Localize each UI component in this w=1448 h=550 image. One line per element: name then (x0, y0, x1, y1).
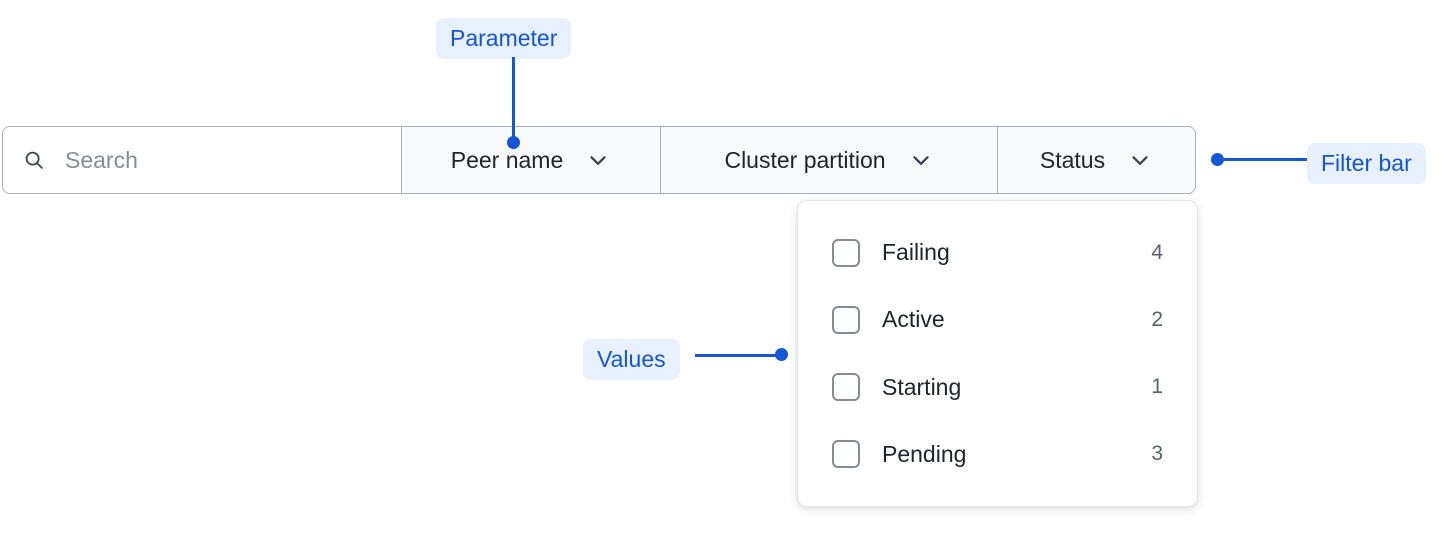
annotation-label-filter-bar: Filter bar (1307, 143, 1426, 184)
filter-dropdown-cluster-partition[interactable]: Cluster partition (661, 127, 998, 193)
filter-dropdown-peer-name-label: Peer name (450, 146, 564, 173)
list-item[interactable]: Pending 3 (832, 428, 1163, 480)
checkbox-pending[interactable] (832, 440, 860, 469)
list-item-label: Active (882, 306, 945, 333)
status-filter-dropdown-panel: Failing 4 Active 2 Starting 1 Pending 3 (797, 200, 1198, 507)
checkbox-failing[interactable] (832, 238, 860, 267)
annotation-leader-values (695, 354, 781, 357)
filter-bar: Peer name Cluster partition Status (2, 126, 1196, 194)
list-item-label: Pending (882, 440, 967, 467)
filter-dropdown-cluster-partition-label: Cluster partition (724, 146, 886, 173)
filter-dropdown-status[interactable]: Status (998, 127, 1195, 193)
search-icon (25, 151, 43, 169)
checkbox-starting[interactable] (832, 373, 860, 402)
filter-dropdown-status-label: Status (1039, 146, 1106, 173)
annotation-leader-parameter (512, 57, 515, 143)
annotation-dot-values (775, 348, 788, 361)
list-item-count: 3 (1151, 442, 1163, 466)
list-item-count: 2 (1151, 307, 1163, 331)
checkbox-active[interactable] (832, 305, 860, 334)
list-item-label: Starting (882, 373, 962, 400)
annotation-dot-filter-bar (1211, 153, 1224, 166)
list-item[interactable]: Active 2 (832, 294, 1163, 346)
chevron-down-icon (912, 156, 929, 165)
list-item-count: 1 (1151, 375, 1163, 399)
search-input[interactable] (65, 146, 395, 174)
annotation-label-values: Values (583, 339, 680, 380)
chevron-down-icon (1132, 156, 1148, 165)
list-item[interactable]: Failing 4 (832, 227, 1163, 279)
list-item-count: 4 (1151, 240, 1163, 264)
annotation-dot-parameter (507, 136, 520, 149)
filter-dropdown-peer-name[interactable]: Peer name (402, 127, 661, 193)
annotation-label-parameter: Parameter (436, 18, 572, 59)
chevron-down-icon (590, 156, 606, 165)
list-item[interactable]: Starting 1 (832, 361, 1163, 413)
search-field-container[interactable] (3, 127, 402, 193)
annotation-leader-filter-bar (1222, 158, 1307, 161)
list-item-label: Failing (882, 239, 950, 266)
